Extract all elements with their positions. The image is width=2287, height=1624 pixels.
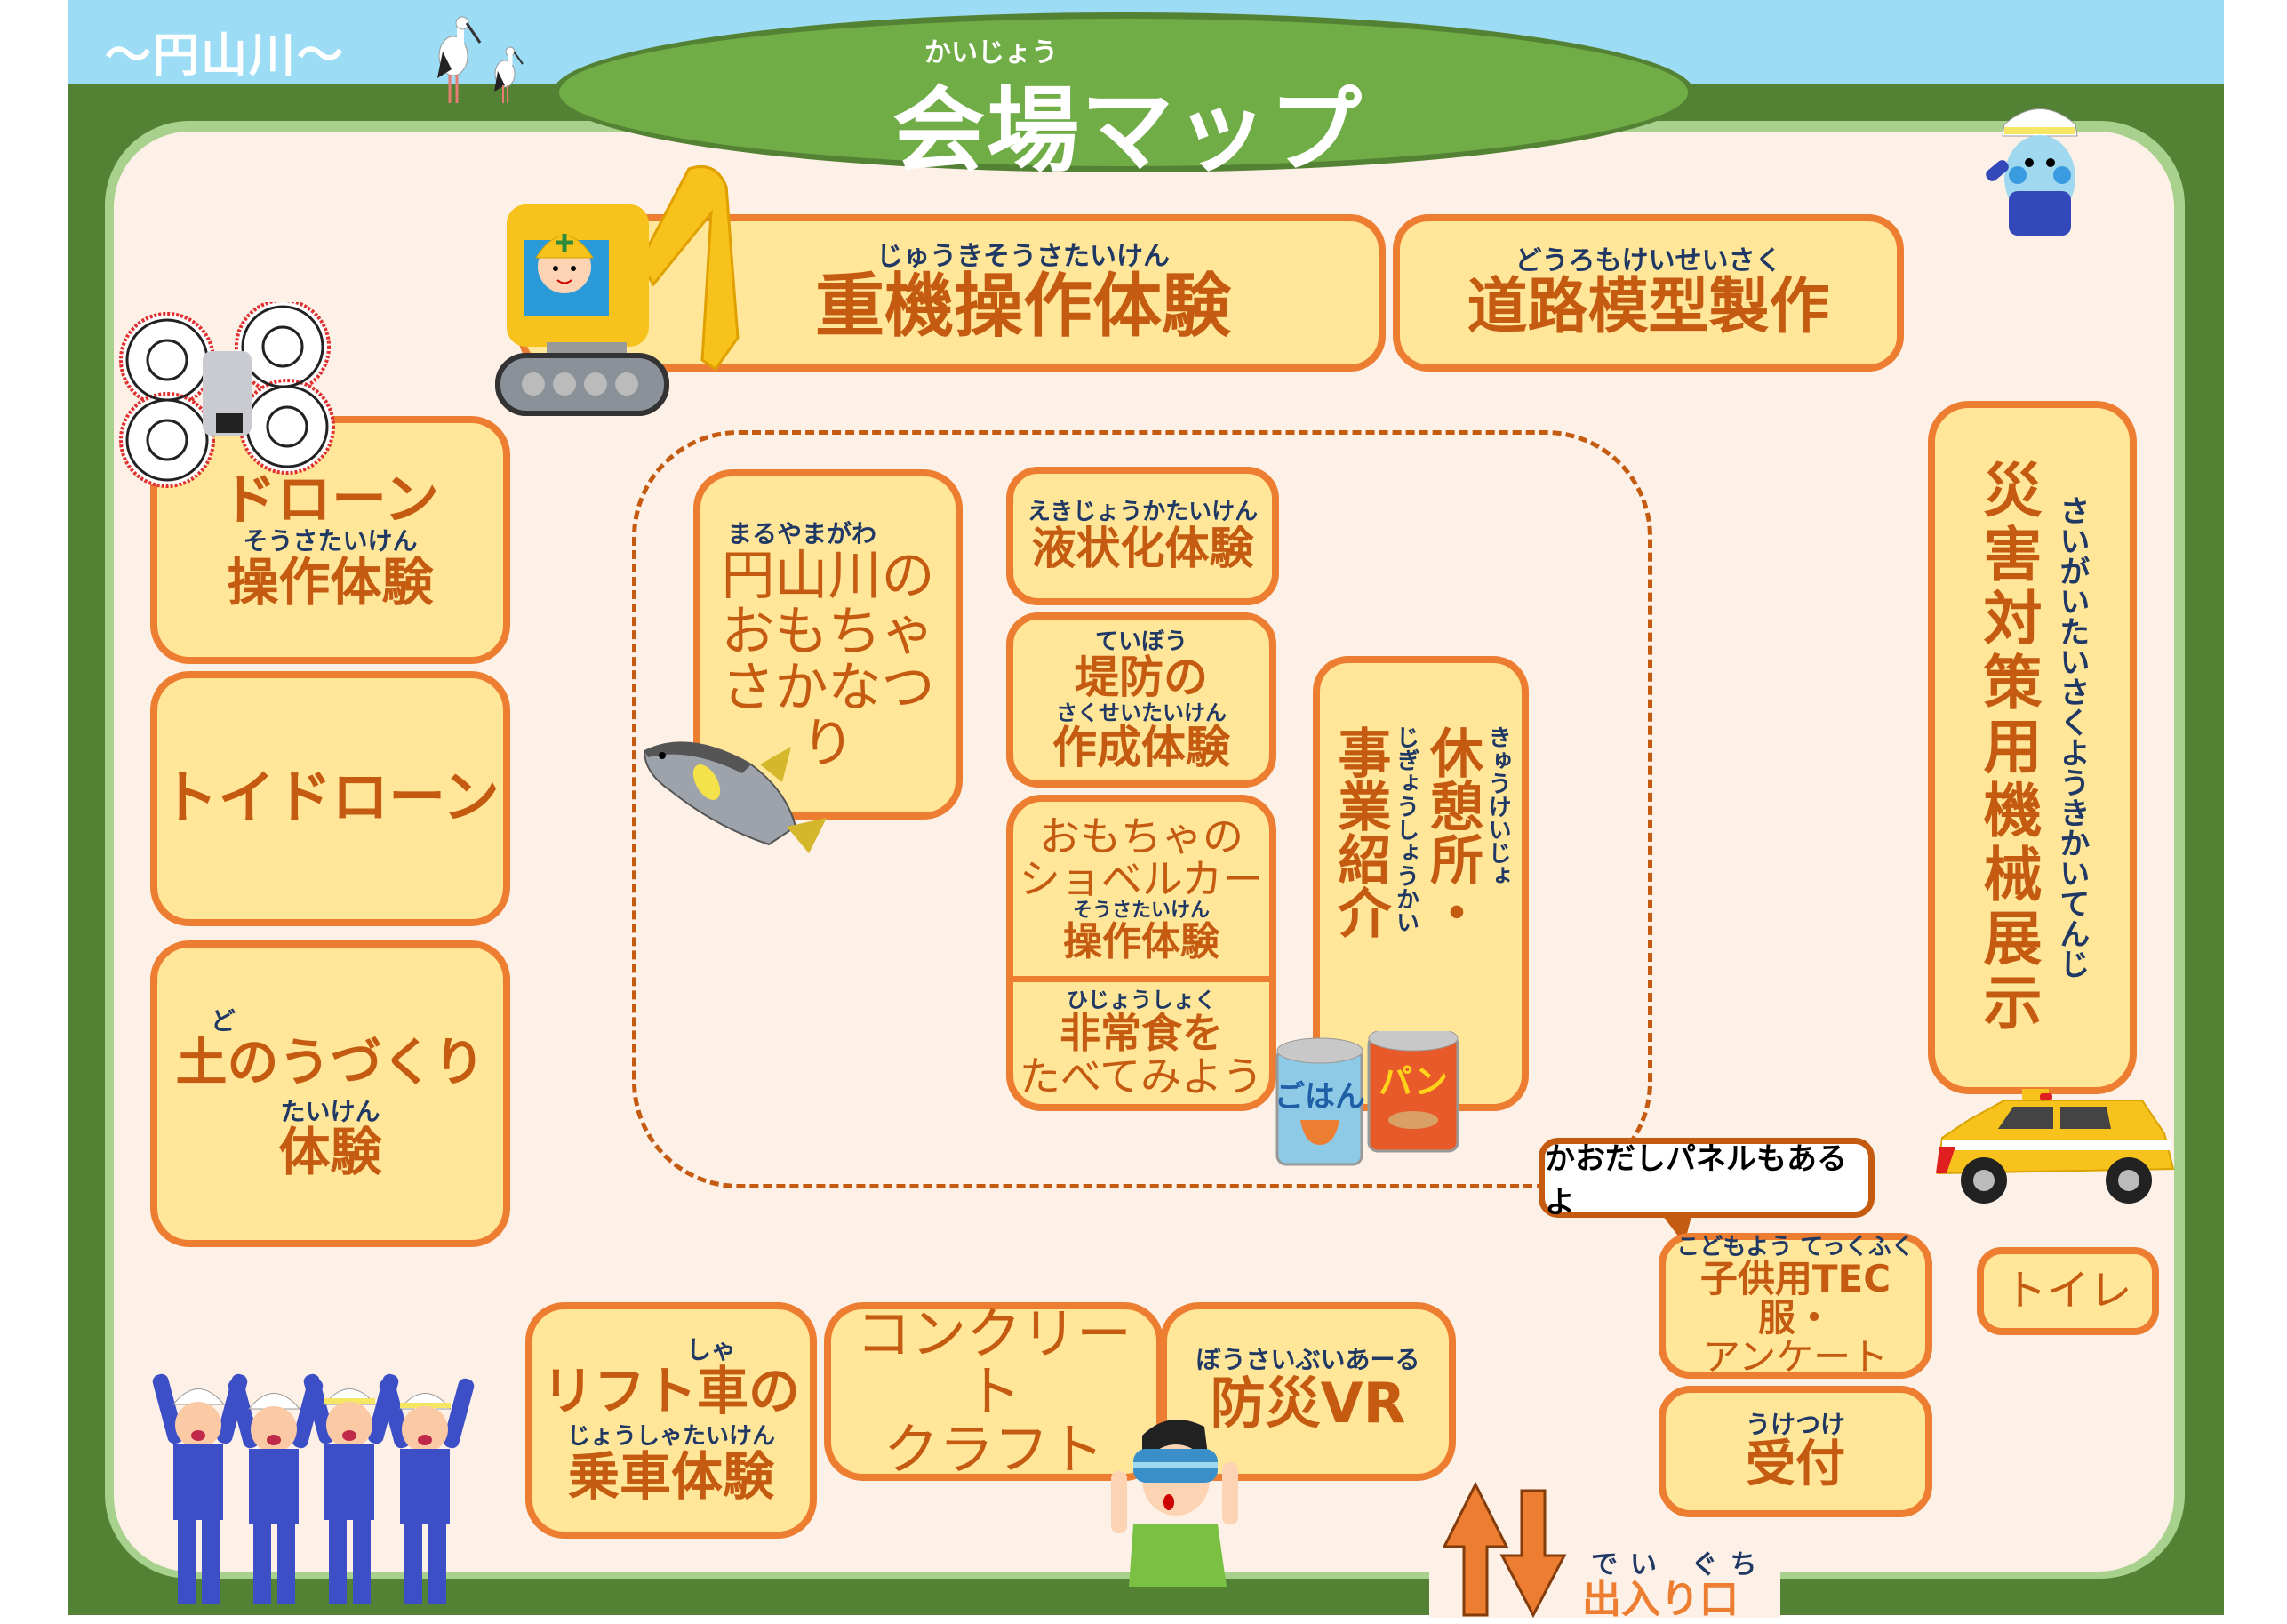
- booth-ruby: ぼうさいぶいあーる: [1195, 1345, 1420, 1374]
- booth-heavy-machinery[interactable]: じゅうきそうさたいけん 重機操作体験: [518, 214, 1386, 372]
- booth-label: トイドローン: [161, 764, 500, 831]
- booth-label-line2: たべてみよう: [1019, 1052, 1264, 1100]
- booth-ruby: ていぼう: [1094, 628, 1187, 655]
- booth-ruby: ひじょうしょく: [1067, 988, 1216, 1012]
- workers-group-icon: [152, 1373, 475, 1604]
- booth-label-line1: 非常食を: [1060, 1009, 1223, 1058]
- booth-ruby: じゅうきそうさたいけん: [876, 241, 1170, 273]
- patrol-car-icon: [1936, 1089, 2175, 1204]
- booth-sandbag[interactable]: ど 土のうづくり たいけん 体験: [150, 940, 510, 1247]
- booth-label-line2: 体験: [278, 1122, 382, 1183]
- title-banner: [553, 12, 1694, 172]
- booth-levee[interactable]: ていぼう 堤防の さくせいたいけん 作成体験: [1006, 612, 1276, 788]
- booth-label: 受付: [1746, 1436, 1845, 1493]
- booth-disaster-machines[interactable]: さいがいたいさくようきかいてんじ 災害対策用機械展示: [1928, 401, 2137, 1094]
- booth-ruby: きゅうけいじょ: [1484, 725, 1512, 887]
- booth-label-line1: リフト車の: [541, 1361, 800, 1422]
- booth-ruby: たいけん: [280, 1096, 380, 1126]
- booth-toy-drone[interactable]: トイドローン: [150, 671, 510, 926]
- can-rice-label: ごはん: [1275, 1079, 1365, 1115]
- booth-ruby: どうろもけいせいさく: [1515, 245, 1782, 277]
- booth-label-col2: 事業紹介: [1328, 725, 1391, 939]
- booth-label-line1: コンクリート: [855, 1300, 1132, 1424]
- booth-label-line2: 作成体験: [1052, 721, 1230, 773]
- photo-panel-callout: かおだしパネルもあるよ: [1539, 1138, 1875, 1220]
- booth-ruby: うけつけ: [1745, 1410, 1845, 1440]
- booth-ruby: さいがいたいさくようきかいてんじ: [2053, 495, 2090, 979]
- excavator-overlay-icon: [495, 165, 740, 416]
- booth-label: 重機操作体験: [814, 267, 1231, 348]
- booth-ruby: そうさたいけん: [1072, 900, 1210, 923]
- booth-label-line2: 操作体験: [227, 552, 434, 612]
- booth-label: 液状化体験: [1031, 523, 1254, 575]
- booth-ruby: そうさたいけん: [243, 526, 418, 556]
- booth-label-line1: 子供用TEC服・: [1699, 1257, 1891, 1340]
- booth-reception[interactable]: うけつけ 受付: [1659, 1386, 1932, 1517]
- booth-label-line1: 土のうづくり: [175, 1031, 485, 1092]
- worker-icon: [152, 1373, 248, 1604]
- title-ruby: かいじょう: [924, 37, 1058, 68]
- booth-label-line2: 乗車体験: [567, 1445, 774, 1507]
- booth-label-line2: おもちゃ: [721, 600, 935, 663]
- page-title: 会場マップ: [892, 76, 1364, 185]
- arrow-up-icon: [1442, 1481, 1509, 1617]
- toilet-label: トイレ: [2003, 1266, 2132, 1316]
- booth-label-line2: アンケート: [1702, 1335, 1889, 1380]
- booth-label-line1: おもちゃの: [1039, 812, 1243, 860]
- booth-ruby: さくせいたいけん: [1056, 700, 1227, 725]
- vr-child-icon: [1111, 1420, 1238, 1587]
- booth-ruby: じぎょうしょうかい: [1392, 725, 1419, 933]
- booth-toy-shovel-group: おもちゃの ショベルカー そうさたいけん 操作体験 ひじょうしょく 非常食を た…: [1006, 795, 1276, 1111]
- booth-ruby: こどもよう てっくふく: [1676, 1233, 1915, 1260]
- dashed-area-outline: [632, 430, 1652, 1188]
- booth-ruby: しゃ: [685, 1335, 736, 1365]
- booth-ruby: まるやまがわ: [727, 519, 877, 548]
- booth-kids-uniform[interactable]: こどもよう てっくふく 子供用TEC服・ アンケート: [1659, 1233, 1932, 1379]
- entrance-ruby: でい ぐち: [1591, 1549, 1770, 1580]
- entrance-arrows[interactable]: [1427, 1480, 1578, 1618]
- booth-label-line1: 円山川の: [721, 544, 935, 607]
- booth-label-line3: 操作体験: [1063, 919, 1219, 965]
- entrance-label: 出入り口: [1582, 1577, 1739, 1622]
- booth-label-col1: 休憩所・: [1420, 725, 1483, 939]
- booth-label-line2: クラフト: [883, 1417, 1104, 1483]
- booth-ruby: えきじょうかたいけん: [1027, 499, 1259, 526]
- booth-label-line3: さかなつり: [721, 656, 935, 775]
- booth-emergency-food[interactable]: ひじょうしょく 非常食を たべてみよう: [1013, 982, 1269, 1104]
- booth-ruby: ど: [211, 1005, 236, 1036]
- booth-label-line2: ショベルカー: [1019, 854, 1264, 903]
- booth-ruby: じょうしゃたいけん: [566, 1423, 775, 1451]
- canned-food-icon: ごはん パン: [1275, 1031, 1459, 1166]
- arrow-down-icon: [1499, 1489, 1567, 1618]
- booth-road-model[interactable]: どうろもけいせいさく 道路模型製作: [1393, 214, 1904, 372]
- booth-label: 道路模型製作: [1467, 272, 1830, 343]
- river-label: ～円山川～: [105, 29, 346, 83]
- booth-label-line1: 堤防の: [1075, 652, 1208, 704]
- booth-label: 災害対策用機械展示: [1973, 460, 2043, 1036]
- mascot-icon: [1986, 108, 2078, 236]
- booth-label: 防災VR: [1210, 1370, 1406, 1436]
- booth-label-line1: ドローン: [221, 467, 439, 532]
- drone-overlay-icon: [119, 302, 335, 488]
- can-bread-label: パン: [1379, 1062, 1448, 1101]
- toilet[interactable]: トイレ: [1977, 1247, 2159, 1335]
- booth-toy-shovel[interactable]: おもちゃの ショベルカー そうさたいけん 操作体験: [1013, 802, 1269, 982]
- stork-icon: [437, 16, 524, 103]
- fish-icon: [643, 741, 827, 853]
- booth-lift-car[interactable]: しゃ リフト車の じょうしゃたいけん 乗車体験: [525, 1302, 817, 1539]
- booth-drone[interactable]: ドローン そうさたいけん 操作体験: [150, 416, 510, 664]
- booth-liquefaction[interactable]: えきじょうかたいけん 液状化体験: [1006, 467, 1279, 605]
